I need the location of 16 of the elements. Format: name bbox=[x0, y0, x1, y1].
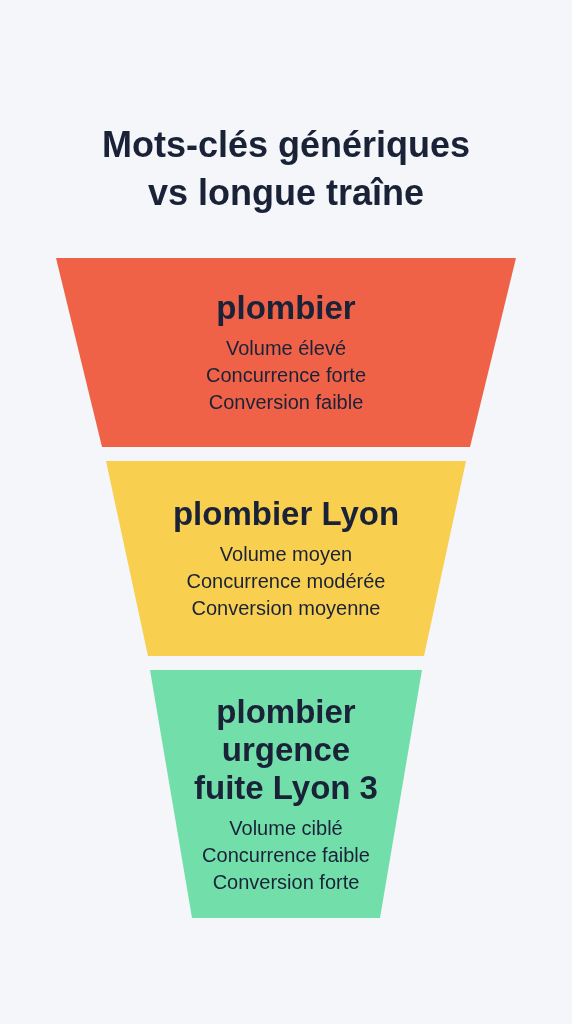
metric-text: Concurrence faible bbox=[202, 842, 370, 868]
metric-text: Volume ciblé bbox=[229, 815, 343, 841]
metric-text: Concurrence forte bbox=[205, 363, 367, 388]
keyword-heading: plombier Lyon bbox=[172, 495, 400, 533]
metric-text: Conversion faible bbox=[208, 390, 364, 415]
keyword-heading: plombier urgence fuite Lyon 3 bbox=[193, 692, 379, 807]
metric-text: Concurrence modérée bbox=[186, 569, 386, 594]
funnel-stage bbox=[150, 670, 422, 918]
funnel-stage bbox=[56, 258, 516, 447]
metric-text: Volume moyen bbox=[219, 542, 353, 567]
metric-text: Conversion moyenne bbox=[191, 596, 381, 621]
metric-text: Volume élevé bbox=[225, 336, 347, 361]
keyword-heading: plombier bbox=[216, 289, 356, 327]
funnel-stage bbox=[106, 461, 466, 656]
title: Mots-clés génériques vs longue traîne bbox=[100, 123, 472, 215]
metric-text: Conversion forte bbox=[212, 869, 360, 895]
